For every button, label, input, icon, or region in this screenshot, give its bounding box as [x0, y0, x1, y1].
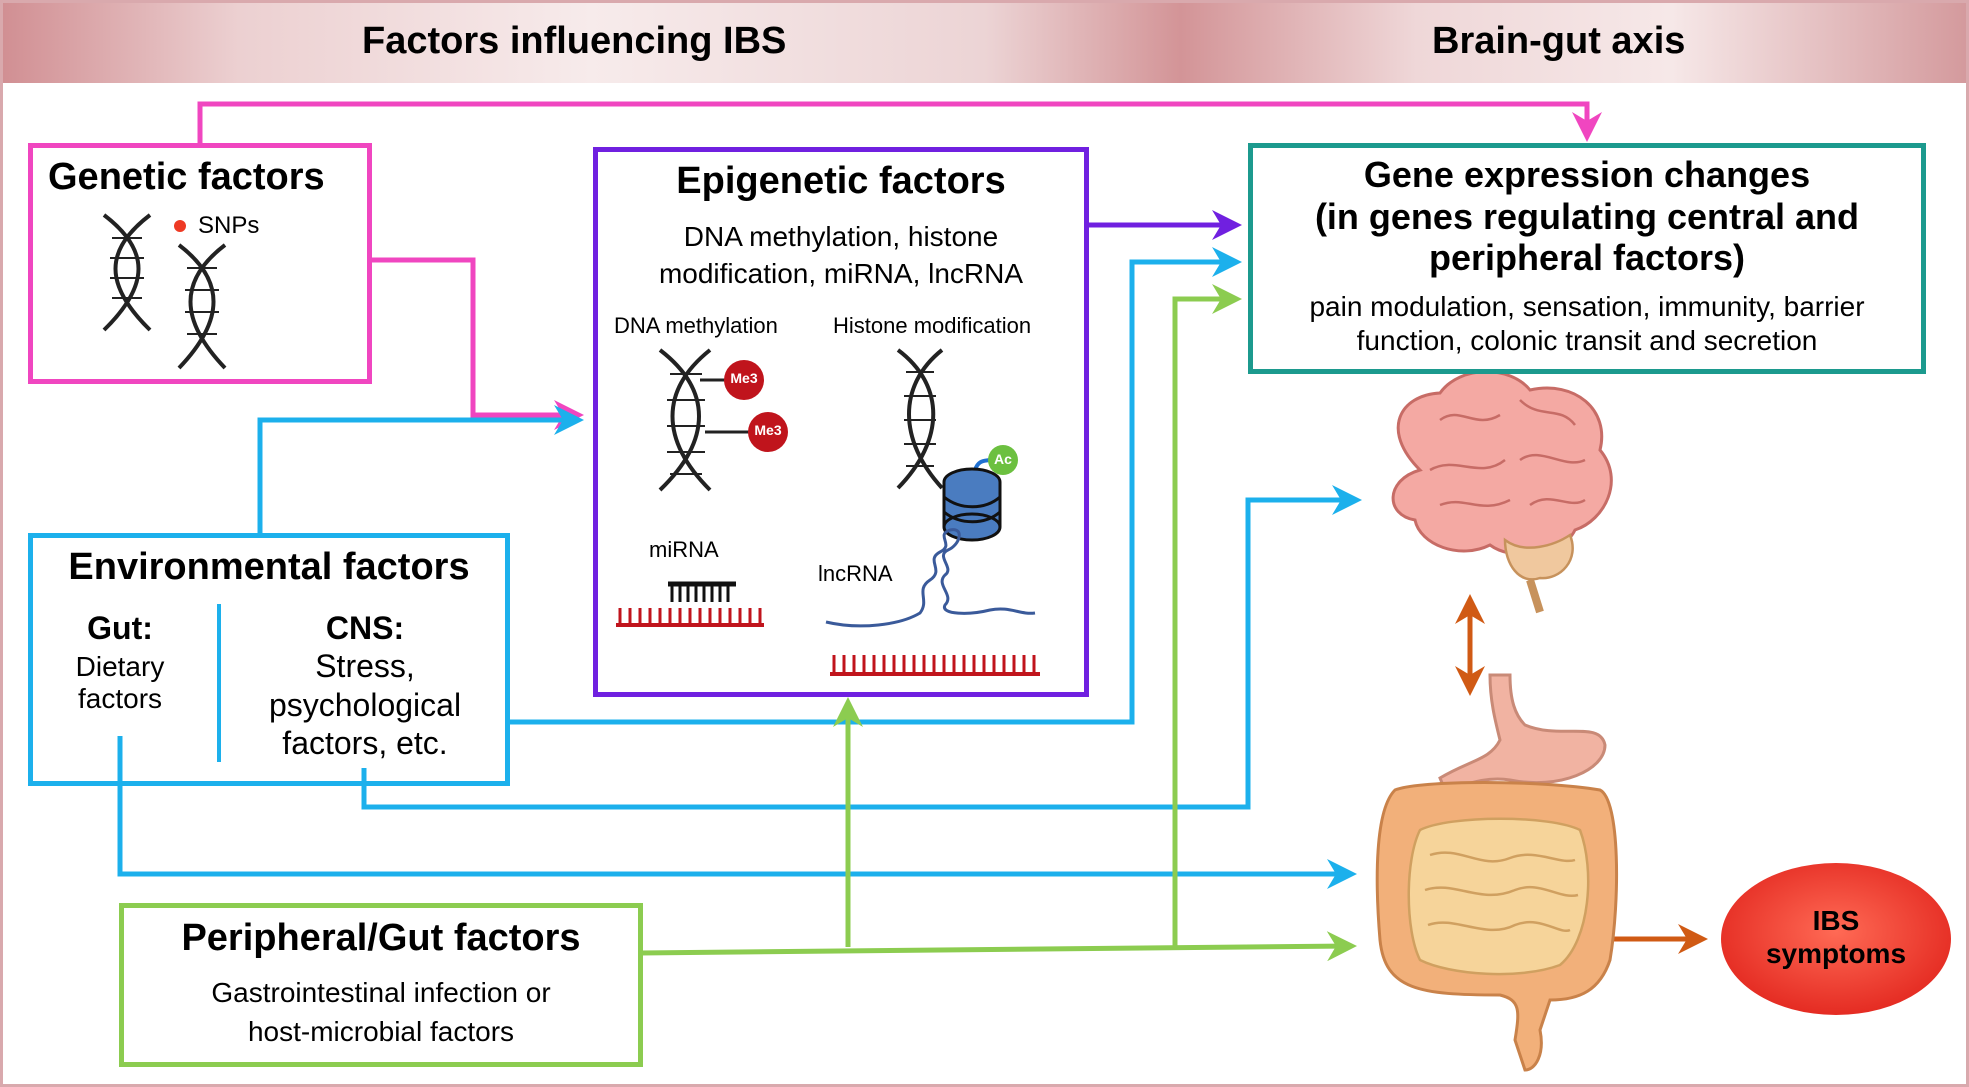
peripheral-to-gene-expression-arrow: [1172, 284, 1242, 949]
header-left-title: Factors influencing IBS: [362, 20, 787, 62]
dna-helix-icon: [102, 213, 227, 370]
dna-methylation-label: DNA methylation: [614, 313, 778, 338]
environmental-factors-box: [28, 533, 510, 786]
epigenetic-line2: modification, miRNA, lncRNA: [658, 258, 1024, 289]
gene-expression-body-2: function, colonic transit and secretion: [1356, 325, 1818, 356]
gene-expression-title-3: peripheral factors): [1428, 237, 1746, 278]
mirna-icon: [616, 581, 764, 627]
me3-label-2: Me3: [754, 422, 782, 438]
peripheral-to-intestine-arrow: [639, 931, 1357, 962]
environmental-factors-title: Environmental factors: [68, 546, 470, 588]
cns-to-brain-arrow: [361, 485, 1362, 810]
gut-line-1: Dietary: [75, 651, 165, 682]
peripheral-factors-box: [119, 903, 643, 1067]
cns-line-1: Stress,: [315, 648, 415, 684]
ibs-symptoms-ellipse: [1721, 863, 1951, 1015]
gene-expression-box: [1248, 143, 1926, 374]
epigenetic-line1: DNA methylation, histone: [683, 221, 999, 252]
gut-line-2: factors: [77, 683, 163, 714]
ibs-symptoms-line-2: symptoms: [1765, 938, 1907, 969]
environmental-to-gene-expression-arrow: [508, 247, 1242, 725]
mirna-label: miRNA: [649, 537, 719, 562]
epigenetic-factors-box: [593, 147, 1089, 697]
ac-label: Ac: [994, 451, 1012, 467]
peripheral-line-2: host-microbial factors: [247, 1016, 515, 1047]
genetic-to-gene-expression-arrow: [197, 101, 1602, 146]
gene-expression-title-1: Gene expression changes: [1363, 154, 1811, 195]
cns-line-2: psychological: [268, 687, 462, 723]
epigenetic-factors-title: Epigenetic factors: [676, 160, 1006, 202]
gut-label: Gut:: [87, 610, 153, 646]
cns-label: CNS:: [325, 610, 405, 646]
gene-expression-body-1: pain modulation, sensation, immunity, ba…: [1309, 291, 1865, 322]
genetic-factors-title: Genetic factors: [48, 156, 325, 198]
brain-illustration: [1391, 370, 1613, 614]
dna-methylation-icon: [658, 348, 788, 492]
environmental-divider: [217, 604, 221, 762]
environmental-to-epigenetic-arrow: [257, 405, 584, 533]
gene-expression-title-2: (in genes regulating central and: [1314, 196, 1860, 237]
histone-modification-label: Histone modification: [833, 313, 1032, 338]
me3-label-1: Me3: [730, 370, 758, 386]
cns-line-3: factors, etc.: [282, 725, 448, 761]
lncrna-icon: [825, 528, 1040, 676]
header-right-title: Brain-gut axis: [1432, 20, 1686, 62]
peripheral-factors-title: Peripheral/Gut factors: [181, 917, 581, 959]
genetic-to-epigenetic-arrow: [370, 257, 584, 430]
ibs-symptoms-line-1: IBS: [1812, 905, 1860, 936]
header-banner: [3, 3, 1966, 83]
snp-dot-icon: [174, 220, 186, 232]
genetic-factors-box: [28, 143, 372, 384]
lncrna-label: lncRNA: [818, 561, 893, 586]
snp-label: SNPs: [198, 212, 260, 239]
peripheral-line-1: Gastrointestinal infection or: [211, 977, 551, 1008]
histone-modification-icon: [896, 348, 1018, 542]
digestive-illustration: [1375, 673, 1619, 1072]
